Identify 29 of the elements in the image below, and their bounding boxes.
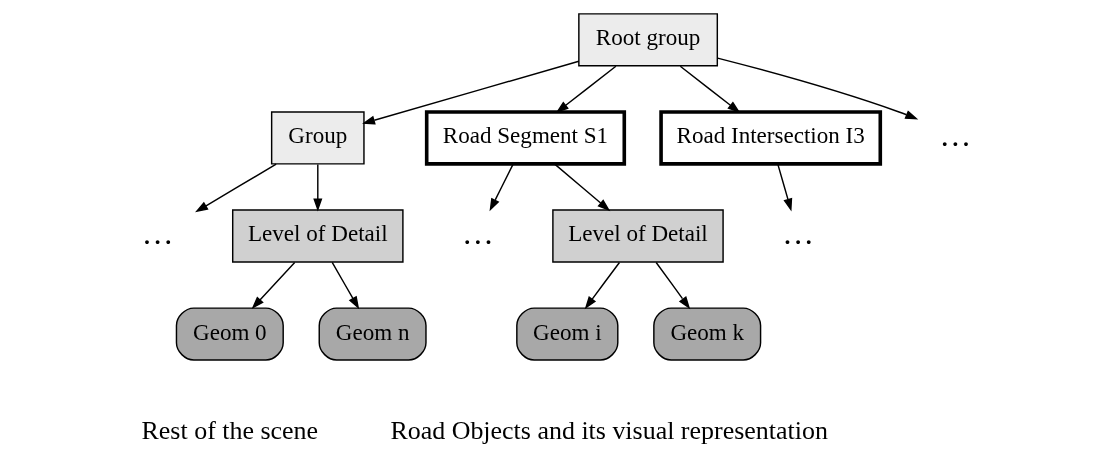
node-box: Root group bbox=[577, 13, 718, 67]
node-text: … bbox=[781, 216, 814, 252]
node-box: Road Segment S1 bbox=[424, 110, 626, 166]
node-text: … bbox=[938, 118, 971, 153]
node-box: Level of Detail bbox=[551, 209, 724, 263]
arrow bbox=[716, 57, 918, 120]
arrow bbox=[251, 261, 295, 310]
arrow bbox=[553, 163, 610, 212]
node-box: Geom 0 bbox=[175, 307, 284, 361]
arrow bbox=[312, 163, 322, 212]
arrow bbox=[654, 261, 690, 310]
node-text: … bbox=[141, 216, 174, 252]
arrow bbox=[555, 65, 617, 113]
arrow bbox=[776, 163, 792, 212]
node-box: Geom k bbox=[652, 307, 761, 361]
label: Rest of the scene bbox=[141, 415, 318, 445]
node-box: Geom i bbox=[515, 307, 618, 361]
node-box: Level of Detail bbox=[231, 209, 404, 263]
arrow bbox=[330, 261, 359, 310]
node-box: Group bbox=[270, 111, 365, 165]
node-box: Geom n bbox=[318, 307, 427, 361]
arrow bbox=[361, 60, 580, 125]
arrow bbox=[679, 65, 740, 113]
arrow bbox=[489, 163, 514, 212]
node-text: … bbox=[461, 216, 494, 252]
arrow bbox=[584, 261, 620, 310]
label: Road Objects and its visual representation bbox=[389, 415, 828, 445]
arrow bbox=[194, 163, 277, 213]
node-box: Road Intersection I3 bbox=[658, 110, 882, 166]
